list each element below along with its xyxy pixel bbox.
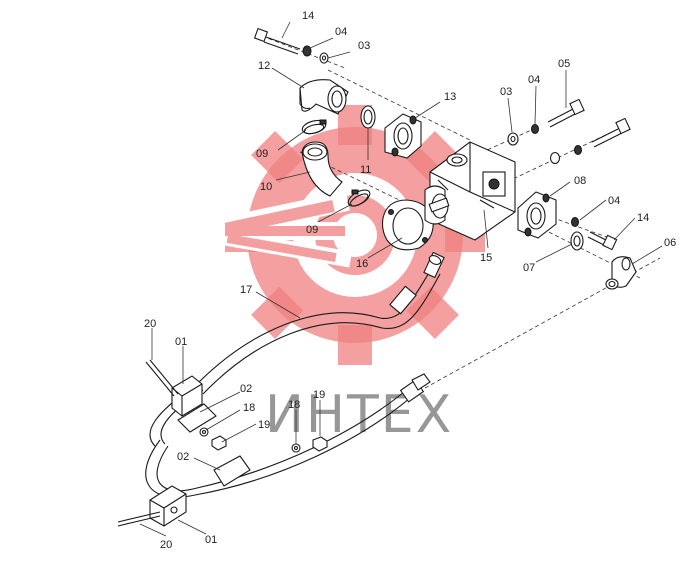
callout-06: 06: [664, 237, 676, 249]
callout-02-lower: 02: [177, 451, 189, 463]
hose-clamp-09-upper: [301, 119, 327, 135]
callout-02-upper: 02: [240, 383, 252, 395]
leader-lines: [139, 21, 663, 537]
stud-20-upper: [145, 359, 179, 397]
elbow-fitting-12: [299, 79, 349, 115]
pressure-hose: [145, 373, 431, 498]
callout-07: 07: [523, 262, 535, 274]
washer-pair-lower-right: [549, 145, 582, 165]
bolt-05-upper: [547, 98, 585, 128]
callout-15: 15: [480, 252, 492, 264]
clamp-plate-02-upper: [177, 403, 217, 433]
callout-10: 10: [260, 181, 272, 193]
callout-09-lower: 09: [306, 224, 318, 236]
o-ring-07: [570, 231, 584, 251]
callout-11: 11: [360, 164, 371, 176]
hydraulic-pump-15: [424, 141, 516, 241]
callout-09-upper: 09: [256, 148, 268, 160]
callout-08: 08: [574, 175, 586, 187]
clamp-plate-02-lower: [213, 455, 251, 487]
watermark-gear-logo: [198, 105, 485, 365]
callout-19-right: 19: [313, 389, 325, 401]
stud-20-lower: [117, 511, 161, 527]
callout-20-lower: 20: [160, 539, 172, 551]
hose-17: [149, 251, 445, 447]
washer-03-top: [319, 52, 329, 64]
callout-14-top: 14: [302, 10, 314, 22]
callout-14-right: 14: [637, 212, 649, 224]
washer-18-right: [291, 443, 301, 453]
watermark-text: ИНТЕХ: [265, 385, 453, 445]
flange-08: [517, 191, 557, 239]
washer-04-right: [531, 124, 539, 134]
callout-01-upper: 01: [175, 336, 187, 348]
callout-04-right: 04: [528, 74, 540, 86]
gasket-16: [381, 199, 434, 251]
callout-labels: 14 04 03 12 13 03 04 05 09 11 10 09 08 0…: [144, 10, 676, 551]
flange-13: [384, 113, 422, 159]
bolt-14-top: [253, 27, 301, 55]
callout-19-left: 19: [258, 419, 270, 431]
callout-18-right: 18: [288, 399, 300, 411]
bracket-01-upper: [171, 375, 203, 417]
rubber-hose-10: [301, 141, 343, 197]
bolt-05-lower: [591, 117, 631, 148]
callout-13: 13: [444, 91, 456, 103]
callout-04-top: 04: [335, 26, 347, 38]
nut-19-left: [211, 435, 227, 451]
bolt-14-right: [587, 231, 618, 251]
callout-04-lower-right: 04: [608, 195, 620, 207]
callout-12: 12: [258, 60, 270, 72]
washer-04-top: [302, 45, 312, 57]
callout-03-right: 03: [500, 86, 512, 98]
washer-04-lower-right: [571, 217, 579, 227]
callout-20-upper: 20: [144, 318, 156, 330]
callout-03-top: 03: [358, 40, 370, 52]
callout-05: 05: [558, 58, 570, 70]
callout-16: 16: [356, 258, 368, 270]
elbow-fitting-06: [605, 256, 637, 290]
callout-18-left: 18: [243, 402, 255, 414]
o-ring-11: [360, 105, 376, 129]
washer-03-right: [507, 132, 519, 146]
nut-19-right: [312, 436, 328, 452]
callout-01-lower: 01: [205, 534, 217, 546]
callout-17: 17: [240, 284, 252, 296]
